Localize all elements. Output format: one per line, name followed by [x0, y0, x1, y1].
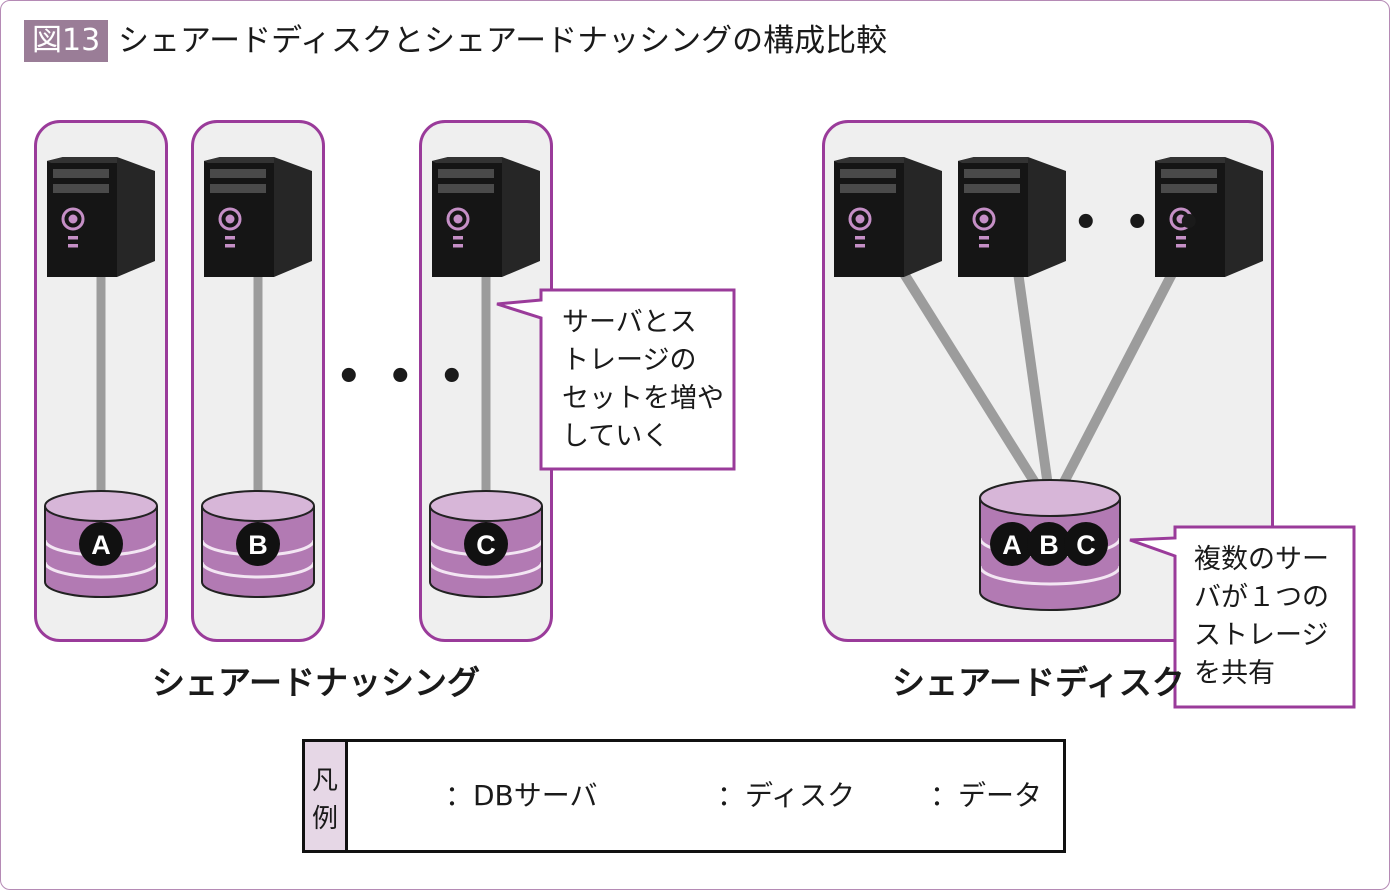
data-badge-circle [464, 522, 508, 566]
callout-box-shared-disk [1129, 525, 1356, 709]
link-line [1013, 271, 1053, 487]
db-server-icon [956, 155, 1068, 279]
legend-heading-char: 凡 [311, 766, 338, 796]
legend-box: 凡 例 [302, 739, 1066, 853]
db-server-icon [45, 155, 157, 279]
callout-line: ストレージ [1194, 620, 1329, 651]
data-badge-a: A [91, 530, 111, 560]
callout-line: を共有 [1194, 658, 1275, 689]
callout-line: サーバとス [562, 307, 697, 338]
callout-line: バが１つの [1194, 582, 1329, 613]
db-server-icon [832, 155, 944, 279]
data-badge-circle [1027, 522, 1071, 566]
callout-line: セットを増や [562, 383, 724, 414]
data-badge-circle [79, 522, 123, 566]
callout-line: していく [562, 421, 670, 452]
db-server-icon [202, 155, 314, 279]
shared-nothing-ellipsis: • • • [336, 354, 471, 400]
legend-heading-char: 例 [311, 804, 338, 834]
shared-nothing-label: シェアードナッシング [152, 663, 481, 702]
legend-heading: 凡 例 [305, 742, 348, 850]
callout-box-shared-nothing [496, 288, 736, 471]
data-badge-c: C [1076, 530, 1096, 560]
data-badge-b: B [1039, 530, 1059, 560]
data-badge-b: B [248, 530, 268, 560]
legend-disk-label: ：ディスク [717, 779, 856, 812]
data-badge-c: C [476, 530, 496, 560]
link-line [1057, 269, 1178, 489]
shared-nothing-callout-text: サーバとス トレージの セットを増や していく [562, 304, 724, 456]
shared-disk-label: シェアードディスク [892, 663, 1185, 702]
data-badge-circle [236, 522, 280, 566]
data-badge-circle [990, 522, 1034, 566]
db-server-icon [430, 155, 542, 279]
callout-line: 複数のサー [1194, 544, 1329, 575]
legend-server-label: ：DBサーバ [445, 779, 598, 812]
figure-title: シェアードディスクとシェアードナッシングの構成比較 [118, 23, 888, 59]
shared-disk-ellipsis: • • • [1073, 200, 1208, 246]
callout-line: トレージの [562, 345, 697, 376]
shared-disk-callout-text: 複数のサー バが１つの ストレージ を共有 [1194, 541, 1329, 693]
legend-data-label: ：データ [930, 779, 1043, 812]
link-line [898, 269, 1042, 489]
data-badge-circle [1064, 522, 1108, 566]
figure-number: 図13 [24, 20, 109, 62]
data-badge-a: A [1002, 530, 1022, 560]
